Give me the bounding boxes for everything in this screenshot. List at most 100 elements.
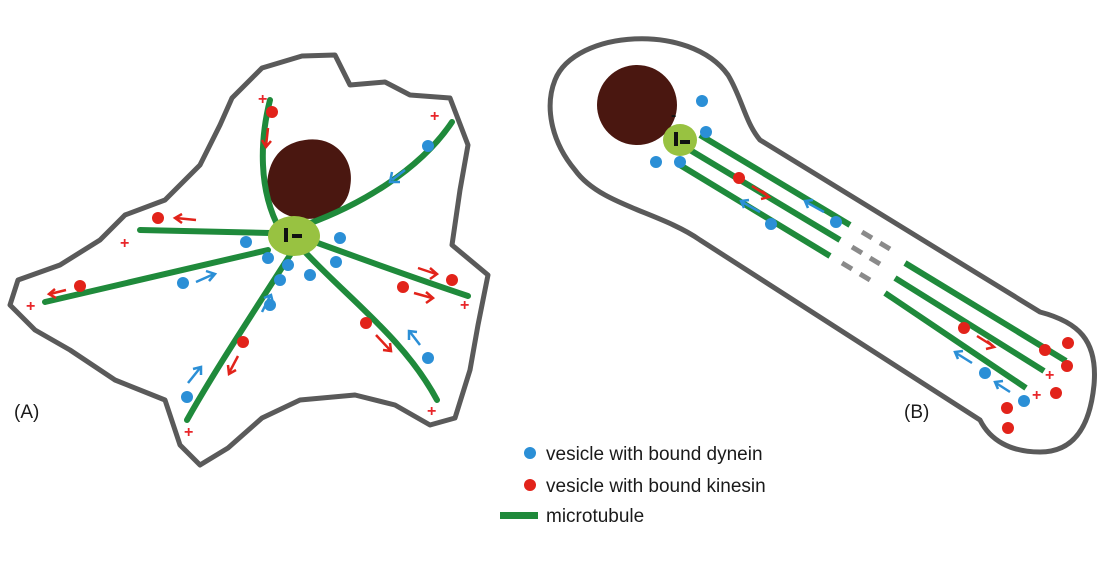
kinesin-vesicle bbox=[74, 280, 86, 292]
dynein-vesicle bbox=[696, 95, 708, 107]
dynein-arrow bbox=[409, 331, 421, 346]
dynein-vesicle bbox=[181, 391, 193, 403]
dynein-arrow-head bbox=[263, 293, 275, 304]
legend-dynein-swatch bbox=[524, 447, 536, 459]
axon-break bbox=[840, 229, 892, 283]
legend-kinesin-label: vesicle with bound kinesin bbox=[546, 476, 766, 497]
minus-end-marker: - bbox=[671, 107, 676, 124]
break-dash bbox=[850, 244, 864, 256]
panel-a-label: (A) bbox=[14, 402, 39, 423]
dynein-vesicle bbox=[700, 126, 712, 138]
dynein-arrow bbox=[741, 200, 761, 214]
dynein-vesicle bbox=[422, 140, 434, 152]
kinesin-vesicle bbox=[237, 336, 249, 348]
microtubule bbox=[698, 132, 852, 228]
legend-microtubule-swatch bbox=[500, 512, 538, 519]
plus-end-marker: + bbox=[258, 91, 267, 108]
kinesin-vesicle bbox=[733, 172, 745, 184]
dynein-arrow-head bbox=[205, 269, 218, 282]
centriole bbox=[680, 140, 690, 144]
break-dash bbox=[860, 229, 874, 241]
plus-markers-a: + + + + + + + bbox=[26, 91, 469, 441]
plus-end-marker: + bbox=[1032, 387, 1041, 404]
dynein-vesicle bbox=[830, 216, 842, 228]
dynein-arrow-head bbox=[993, 379, 1004, 390]
dynein-arrow bbox=[260, 295, 272, 313]
panel-b: - + + (B) bbox=[547, 36, 1097, 455]
kinesin-vesicle bbox=[266, 106, 278, 118]
panel-a: + + + + + + + (A) bbox=[7, 52, 491, 468]
dynein-arrow-head bbox=[803, 198, 814, 209]
dynein-vesicle bbox=[240, 236, 252, 248]
kinesin-vesicle bbox=[1039, 344, 1051, 356]
dynein-arrow bbox=[805, 200, 825, 214]
legend-microtubule-label: microtubule bbox=[546, 506, 644, 527]
break-dash bbox=[840, 260, 854, 272]
dynein-vesicle bbox=[330, 256, 342, 268]
break-dash bbox=[858, 271, 872, 283]
microtubules-a bbox=[42, 97, 471, 423]
microtubule bbox=[312, 239, 471, 299]
plus-end-marker: + bbox=[184, 424, 193, 441]
break-dash bbox=[868, 255, 882, 267]
dynein-vesicle bbox=[282, 259, 294, 271]
microtubule bbox=[137, 227, 273, 236]
kinesin-arrow bbox=[417, 266, 437, 276]
kinesin-arrow bbox=[175, 216, 197, 222]
dynein-vesicles-b bbox=[650, 95, 1030, 407]
kinesin-arrow bbox=[264, 127, 270, 147]
kinesin-arrow bbox=[227, 355, 240, 374]
arrows-a bbox=[46, 127, 440, 384]
kinesin-arrow bbox=[49, 288, 67, 296]
plus-end-marker: + bbox=[430, 108, 439, 125]
dynein-vesicle bbox=[979, 367, 991, 379]
kinesin-vesicle bbox=[958, 322, 970, 334]
kinesin-vesicle bbox=[1002, 422, 1014, 434]
kinesin-arrow bbox=[375, 334, 391, 351]
dynein-arrow-head bbox=[953, 349, 964, 360]
kinesin-vesicle bbox=[152, 212, 164, 224]
kinesin-vesicle bbox=[446, 274, 458, 286]
legend-dynein-label: vesicle with bound dynein bbox=[546, 444, 763, 465]
break-dash bbox=[878, 240, 892, 252]
plus-end-marker: + bbox=[460, 297, 469, 314]
dynein-vesicle bbox=[177, 277, 189, 289]
panel-b-label: (B) bbox=[904, 402, 929, 423]
microtubule bbox=[184, 249, 295, 423]
kinesin-arrow-head bbox=[226, 364, 237, 377]
dynein-arrow bbox=[955, 351, 973, 365]
dynein-arrow-head bbox=[739, 198, 750, 209]
microtubule bbox=[903, 260, 1068, 364]
dynein-vesicle bbox=[422, 352, 434, 364]
kinesin-vesicle bbox=[360, 317, 372, 329]
dynein-arrow bbox=[995, 381, 1011, 394]
plus-end-marker: + bbox=[120, 235, 129, 252]
kinesin-arrow-head bbox=[260, 139, 272, 150]
legend: vesicle with bound dynein vesicle with b… bbox=[500, 444, 766, 527]
plus-end-marker: + bbox=[1045, 367, 1054, 384]
cell-a-outline bbox=[7, 52, 491, 468]
dynein-vesicle bbox=[334, 232, 346, 244]
dynein-arrow bbox=[391, 169, 406, 181]
kinesin-vesicle bbox=[1050, 387, 1062, 399]
kinesin-vesicles-b bbox=[733, 172, 1074, 434]
plus-end-marker: + bbox=[427, 403, 436, 420]
dynein-arrow-head bbox=[388, 171, 400, 184]
dynein-vesicle bbox=[262, 252, 274, 264]
microtubule bbox=[893, 275, 1046, 374]
dynein-vesicle bbox=[765, 218, 777, 230]
kinesin-vesicle bbox=[397, 281, 409, 293]
arrows-b bbox=[739, 184, 1011, 394]
dynein-arrow-head bbox=[407, 329, 418, 340]
centriole bbox=[674, 132, 678, 146]
microtubule bbox=[305, 119, 455, 227]
dynein-vesicle bbox=[650, 156, 662, 168]
kinesin-arrow-head bbox=[172, 212, 183, 225]
centriole bbox=[284, 228, 288, 242]
kinesin-arrow-head bbox=[46, 288, 57, 300]
dynein-vesicle bbox=[274, 274, 286, 286]
plus-end-marker: + bbox=[26, 298, 35, 315]
kinesin-vesicle bbox=[1062, 337, 1074, 349]
kinesin-arrow-head bbox=[425, 291, 436, 305]
